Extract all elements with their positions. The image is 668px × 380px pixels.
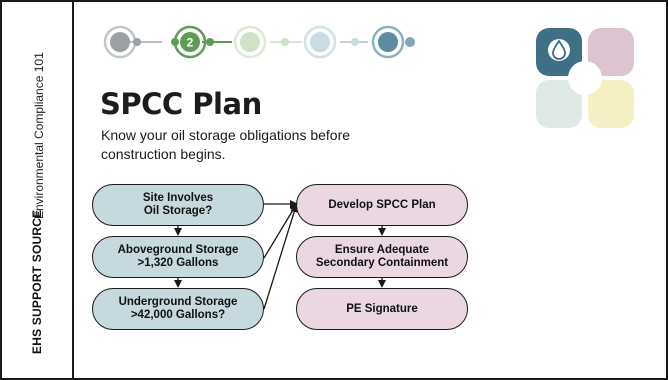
sidebar: Environmental Compliance 101 EHS SUPPORT…: [2, 2, 74, 378]
flow-node-pe-signature[interactable]: PE Signature: [296, 288, 468, 330]
flow-node-develop-plan[interactable]: Develop SPCC Plan: [296, 184, 468, 226]
flow-node-containment[interactable]: Ensure Adequate Secondary Containment: [296, 236, 468, 278]
logo-quadrant: [588, 80, 634, 128]
logo-quadrant: [588, 28, 634, 76]
progress-step-1[interactable]: [103, 25, 141, 59]
course-title: Environmental Compliance 101: [32, 52, 46, 219]
brand-logo: [536, 28, 634, 128]
flow-node-underground[interactable]: Underground Storage >42,000 Gallons?: [92, 288, 264, 330]
logo-quadrant: [536, 80, 582, 128]
progress-step-3[interactable]: [233, 25, 289, 59]
brand-name: EHS SUPPORT SOURCE: [30, 209, 44, 354]
progress-step-2-current[interactable]: 2: [171, 25, 214, 59]
flow-node-oil-storage[interactable]: Site Involves Oil Storage?: [92, 184, 264, 226]
oil-drop-icon: [552, 39, 566, 60]
flow-node-aboveground[interactable]: Aboveground Storage >1,320 Gallons: [92, 236, 264, 278]
progress-step-5[interactable]: [371, 25, 415, 59]
page-title: SPCC Plan: [100, 87, 262, 121]
progress-step-4[interactable]: [303, 25, 359, 59]
step-progress: 2: [103, 25, 415, 59]
current-step-number: 2: [187, 36, 194, 50]
page-subtitle: Know your oil storage obligations before…: [101, 127, 351, 162]
